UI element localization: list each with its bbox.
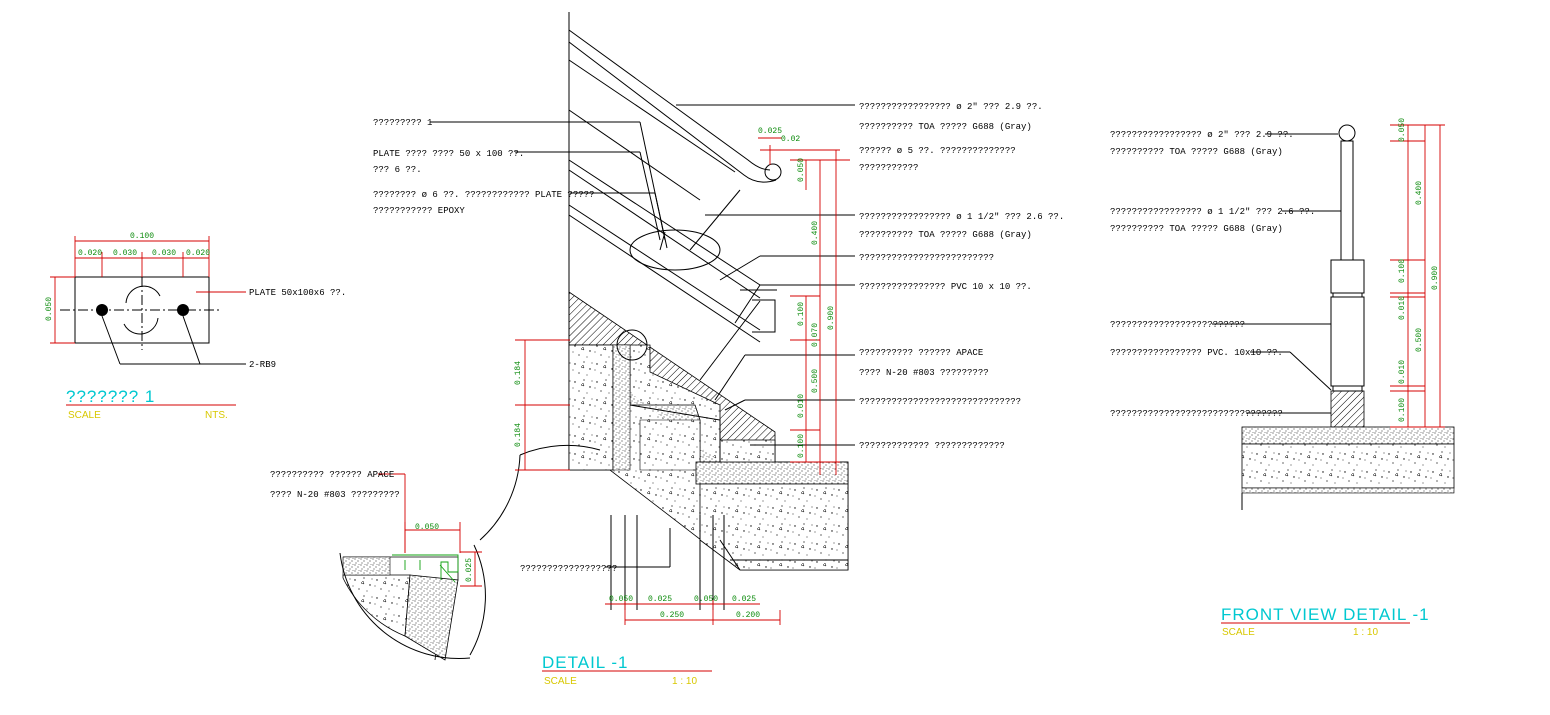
dim-enlarged-050: 0.050 (415, 523, 439, 532)
plate-scale-value: NTS. (205, 410, 228, 421)
top-rail-circle (1338, 124, 1356, 142)
d1-label-15: ???? N-20 #803 ????????? (859, 368, 989, 378)
d1-label-16: ?????????????????????????????? (859, 397, 1021, 407)
plate-detail-title: ??????? 1 (66, 387, 155, 406)
d1-label-8: ?????? ø 5 ??. ?????????????? (859, 146, 1016, 156)
dim-500: 0.500 (811, 369, 820, 393)
fv-label-1: ????????????????? ø 2" ??? 2.9 ??. (1110, 130, 1294, 140)
d1-label-4: ???????? ø 6 ??. ???????????? PLATE ????… (373, 190, 594, 200)
rebar-hole-left (96, 304, 108, 316)
dim-plate-d3: 0.030 (152, 249, 176, 258)
detail1-title: DETAIL -1 (542, 653, 628, 672)
nosing-enlarged-detail: 0.050 0.025 ?????????? ?????? APACE ????… (270, 470, 486, 661)
d1-label-18: ?????????????????? (520, 564, 617, 574)
dim-010: 0.010 (797, 394, 806, 418)
fv-label-2: ?????????? TOA ????? G688 (Gray) (1110, 147, 1283, 157)
fv-scale-label: SCALE (1222, 627, 1255, 638)
plate-scale-label: SCALE (68, 410, 101, 421)
dim-184a: 0.184 (514, 361, 523, 385)
dim-bottom-025a: 0.025 (648, 595, 672, 604)
fv-dim-050: 0.050 (1398, 118, 1407, 142)
top-rail-section (764, 163, 782, 181)
dim-plate-d2: 0.030 (113, 249, 137, 258)
d1-label-6: ????????????????? ø 2" ??? 2.9 ??. (859, 102, 1043, 112)
d1-label-2: PLATE ???? ???? 50 x 100 ??. (373, 149, 524, 159)
fv-label-7: ???????????????????????????????? (1110, 409, 1283, 419)
dim-plate-d1: 0.020 (78, 249, 102, 258)
fv-label-4: ?????????? TOA ????? G688 (Gray) (1110, 224, 1283, 234)
dim-bottom-050b: 0.050 (694, 595, 718, 604)
dim-enlarged-025: 0.025 (465, 558, 474, 582)
d1-label-17: ????????????? ????????????? (859, 441, 1005, 451)
fv-label-6: ????????????????? PVC. 10x10 ??. (1110, 348, 1283, 358)
dim-100a: 0.100 (797, 302, 806, 326)
fv-label-5: ????????????????????????? (1110, 320, 1245, 330)
label-plate: PLATE 50x100x6 ??. (249, 288, 346, 298)
dim-025-top: 0.025 (758, 127, 782, 136)
front-view-title: FRONT VIEW DETAIL -1 (1221, 605, 1430, 624)
detail1-scale-label: SCALE (544, 676, 577, 687)
dim-bottom-025b: 0.025 (732, 595, 756, 604)
dim-100b: 0.100 (797, 434, 806, 458)
dim-02: 0.02 (781, 135, 800, 144)
d1-label-5: ??????????? EPOXY (373, 206, 465, 216)
dim-070: 0.070 (811, 323, 820, 347)
dim-184b: 0.184 (514, 423, 523, 447)
dim-900: 0.900 (827, 306, 836, 330)
dim-bottom-250: 0.250 (660, 611, 684, 620)
fv-scale-value: 1 : 10 (1353, 627, 1378, 638)
d1-label-9: ??????????? (859, 163, 918, 173)
d1-label-20: ???? N-20 #803 ????????? (270, 490, 400, 500)
dim-400: 0.400 (811, 221, 820, 245)
detail1-section: 0.025 0.02 0.050 0.400 0.900 0.100 0.070… (270, 12, 1064, 687)
d1-label-3: ??? 6 ??. (373, 165, 422, 175)
dim-plate-d4: 0.020 (186, 249, 210, 258)
dim-plate-total: 0.100 (130, 232, 154, 241)
plate-detail: 0.100 0.020 0.030 0.030 0.020 0.050 PLAT… (45, 232, 346, 421)
d1-label-1: ????????? 1 (373, 118, 432, 128)
d1-label-10: ????????????????? ø 1 1/2" ??? 2.6 ??. (859, 212, 1064, 222)
dim-050: 0.050 (797, 158, 806, 182)
d1-label-13: ???????????????? PVC 10 x 10 ??. (859, 282, 1032, 292)
fv-dim-500: 0.500 (1415, 328, 1424, 352)
d1-label-7: ?????????? TOA ????? G688 (Gray) (859, 122, 1032, 132)
dim-bottom-050a: 0.050 (609, 595, 633, 604)
d1-label-14: ?????????? ?????? APACE (859, 348, 983, 358)
label-rebar: 2-RB9 (249, 360, 276, 370)
dim-plate-height: 0.050 (45, 297, 54, 321)
d1-label-12: ????????????????????????? (859, 253, 994, 263)
fv-dim-400: 0.400 (1415, 181, 1424, 205)
fv-dim-100b: 0.100 (1398, 398, 1407, 422)
fv-dim-010b: 0.010 (1398, 360, 1407, 384)
d1-label-11: ?????????? TOA ????? G688 (Gray) (859, 230, 1032, 240)
detail1-scale-value: 1 : 10 (672, 676, 697, 687)
rebar-hole-right (177, 304, 189, 316)
fv-dim-010a: 0.010 (1398, 296, 1407, 320)
fv-dim-900: 0.900 (1431, 266, 1440, 290)
front-view-detail: 0.050 0.400 0.100 0.900 0.010 0.500 0.01… (1110, 118, 1455, 638)
dim-bottom-200: 0.200 (736, 611, 760, 620)
fv-label-3: ????????????????? ø 1 1/2" ??? 2.6 ??. (1110, 207, 1315, 217)
fv-dim-100a: 0.100 (1398, 259, 1407, 283)
d1-label-19: ?????????? ?????? APACE (270, 470, 394, 480)
